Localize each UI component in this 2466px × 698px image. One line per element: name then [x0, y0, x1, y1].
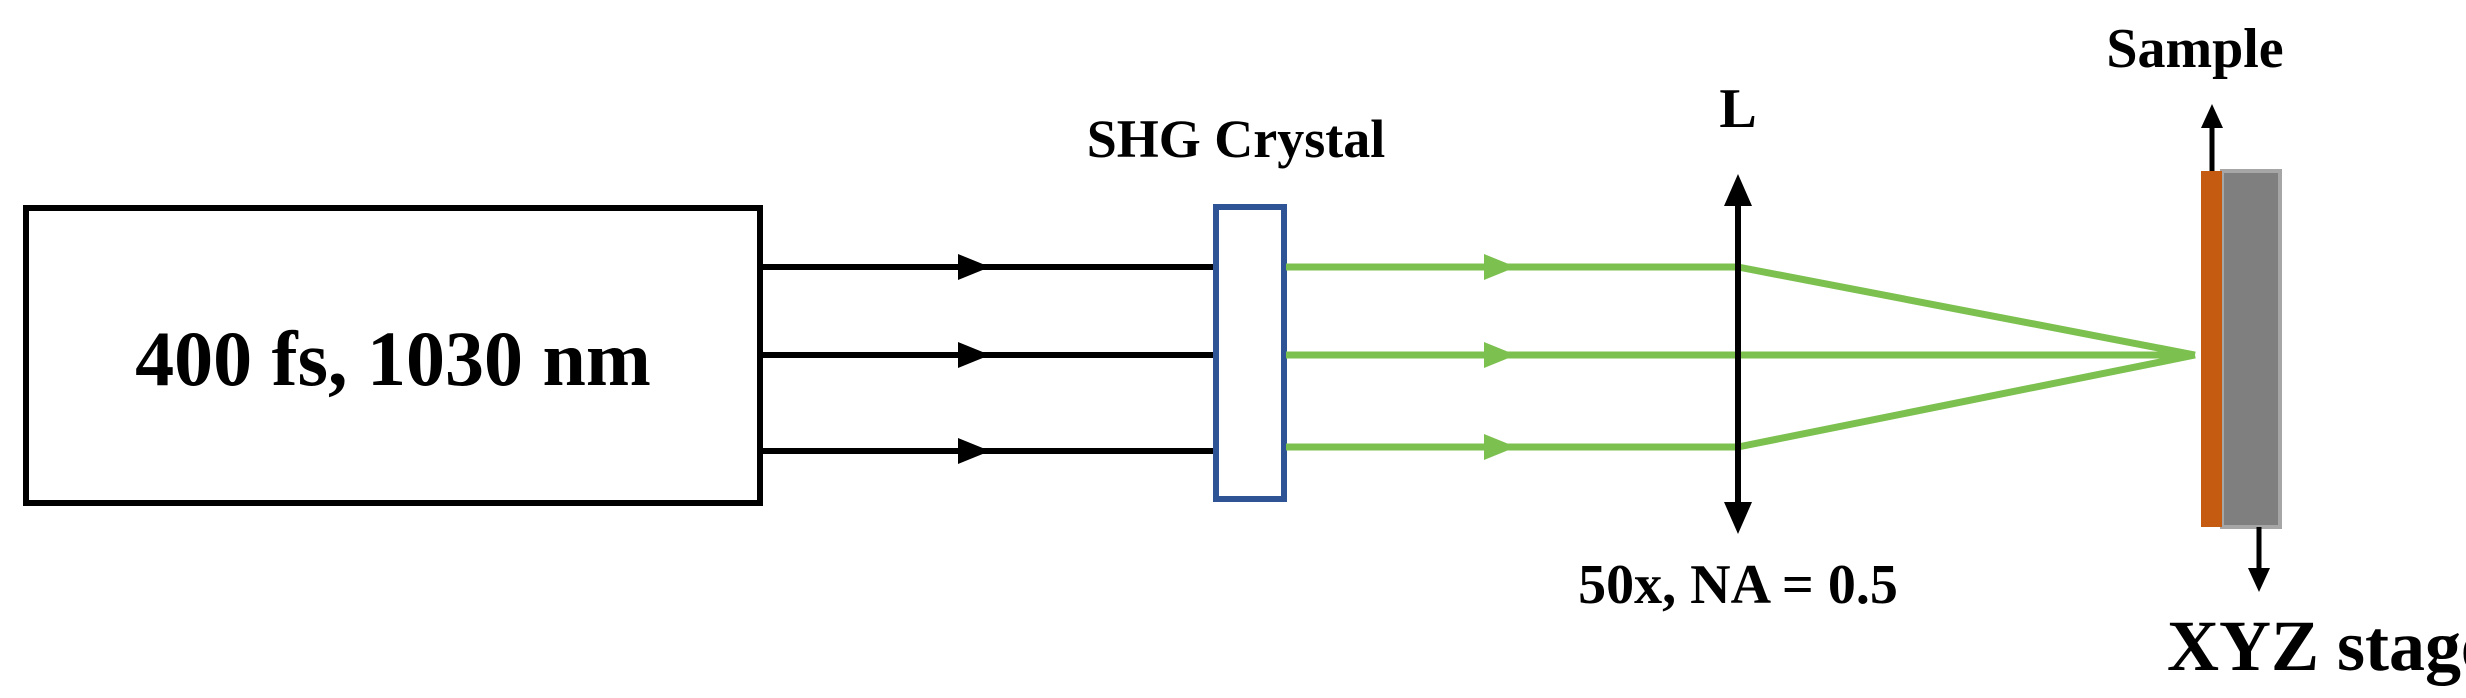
sample-label: Sample — [2106, 18, 2283, 80]
stage-arrow-icon — [2248, 568, 2270, 592]
infrared-arrow-middle — [958, 342, 990, 368]
laser-source: 400 fs, 1030 nm — [23, 205, 763, 506]
stage-body — [2220, 169, 2282, 529]
sample-arrow-icon — [2201, 104, 2223, 128]
crystal-body — [1213, 204, 1287, 502]
green-arrow-middle — [1484, 342, 1516, 368]
stage-label: XYZ stage — [2167, 606, 2466, 686]
green-arrow-bottom — [1484, 434, 1516, 460]
laser-box — [23, 205, 763, 506]
sample-assembly: Sample XYZ stage — [2106, 18, 2466, 686]
green-beam-focus-top — [1737, 263, 2196, 359]
shg-crystal: SHG Crystal — [1087, 109, 1386, 502]
infrared-arrow-bottom — [958, 438, 990, 464]
crystal-label: SHG Crystal — [1087, 109, 1386, 169]
laser-label: 400 fs, 1030 nm — [135, 315, 651, 402]
lens-spec-label: 50x, NA = 0.5 — [1578, 554, 1898, 616]
green-beam-focus-bottom — [1737, 351, 2196, 451]
lens-label: L — [1719, 78, 1756, 140]
lens-arrowhead-bottom — [1724, 502, 1752, 534]
infrared-beams — [760, 254, 1214, 464]
focusing-lens: L 50x, NA = 0.5 — [1578, 78, 1898, 616]
sample-layer — [2201, 171, 2222, 527]
lens-arrowhead-top — [1724, 174, 1752, 206]
green-arrow-top — [1484, 254, 1516, 280]
infrared-arrow-top — [958, 254, 990, 280]
